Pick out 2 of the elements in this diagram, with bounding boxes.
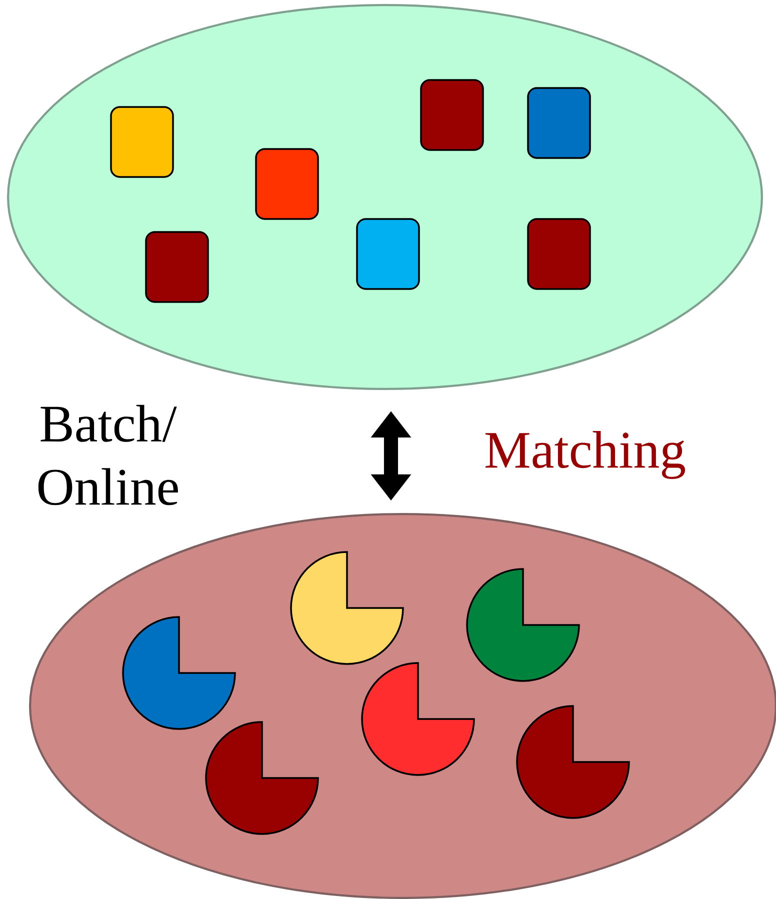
text-label: Batch/ Online: [38, 404, 178, 506]
text-label: Matching: [486, 431, 686, 479]
